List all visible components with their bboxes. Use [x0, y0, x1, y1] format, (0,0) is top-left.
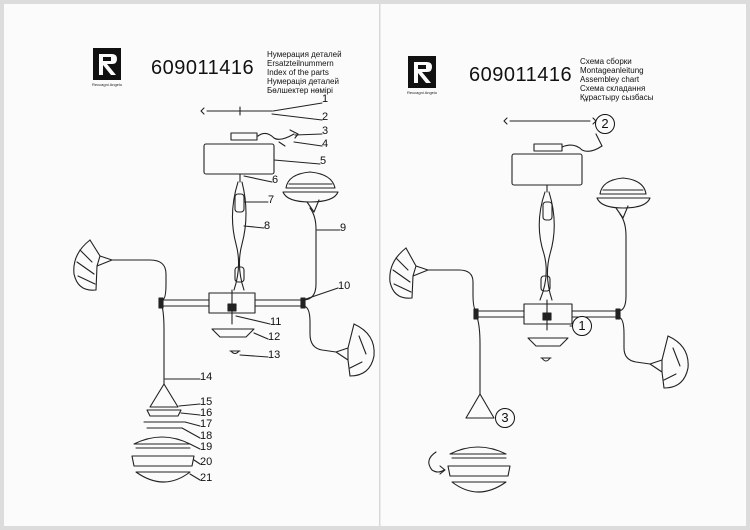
- part-number: 15: [200, 396, 213, 408]
- diagram-drawing: [73, 102, 689, 493]
- title-line: Нумерация деталей: [267, 50, 342, 59]
- part-number: 9: [340, 222, 347, 234]
- part-number: 21: [200, 472, 213, 484]
- part-number: 20: [200, 456, 213, 468]
- exploded-parts-view: [73, 102, 375, 483]
- title-line: Бөлшектер нөмірі: [267, 86, 333, 95]
- part-number: 16: [200, 407, 213, 419]
- assembly-step-marker: 3: [495, 408, 515, 428]
- part-number: 14: [200, 371, 213, 383]
- title-line: Assembley chart: [580, 75, 640, 84]
- product-code: 609011416: [469, 64, 573, 86]
- part-number: 8: [264, 220, 271, 232]
- assembly-view: [389, 117, 689, 493]
- part-number: 19: [200, 441, 213, 453]
- part-number: 10: [338, 280, 351, 292]
- assembly-step-marker: 2: [595, 114, 615, 134]
- assembly-chart-title: Схема сборки Montageanleitung Assembley …: [580, 57, 653, 102]
- part-number: 17: [200, 418, 213, 430]
- part-number: 4: [322, 138, 329, 150]
- title-line: Ersatzteilnummern: [267, 59, 334, 68]
- part-number: 6: [272, 174, 279, 186]
- part-number: 2: [322, 111, 329, 123]
- part-number: 11: [270, 316, 282, 328]
- brand-name: Reccagni Angelo: [92, 82, 123, 87]
- brand-logo-icon: [93, 48, 121, 80]
- title-line: Схема складання: [580, 84, 646, 93]
- title-line: Схема сборки: [580, 57, 632, 66]
- page-fold: [379, 4, 381, 526]
- title-line: Montageanleitung: [580, 66, 644, 75]
- part-number: 7: [268, 194, 275, 206]
- part-number: 18: [200, 430, 213, 442]
- title-line: Құрастыру сызбасы: [580, 93, 654, 102]
- part-number: 12: [268, 331, 281, 343]
- instruction-sheet: Reccagni Angelo 609011416 Нумерация дета…: [4, 4, 746, 526]
- part-number: 13: [268, 349, 281, 361]
- title-line: Index of the parts: [267, 68, 329, 77]
- parts-index-title: Нумерация деталей Ersatzteilnummern Inde…: [267, 50, 342, 95]
- brand-name: Reccagni Angelo: [407, 90, 438, 95]
- title-line: Нумерація деталей: [267, 77, 339, 86]
- part-number: 3: [322, 125, 329, 137]
- brand-logo-icon: [408, 56, 436, 88]
- part-number: 1: [322, 93, 329, 105]
- part-number: 5: [320, 155, 327, 167]
- assembly-step-marker: 1: [572, 316, 592, 336]
- product-code: 609011416: [151, 57, 255, 79]
